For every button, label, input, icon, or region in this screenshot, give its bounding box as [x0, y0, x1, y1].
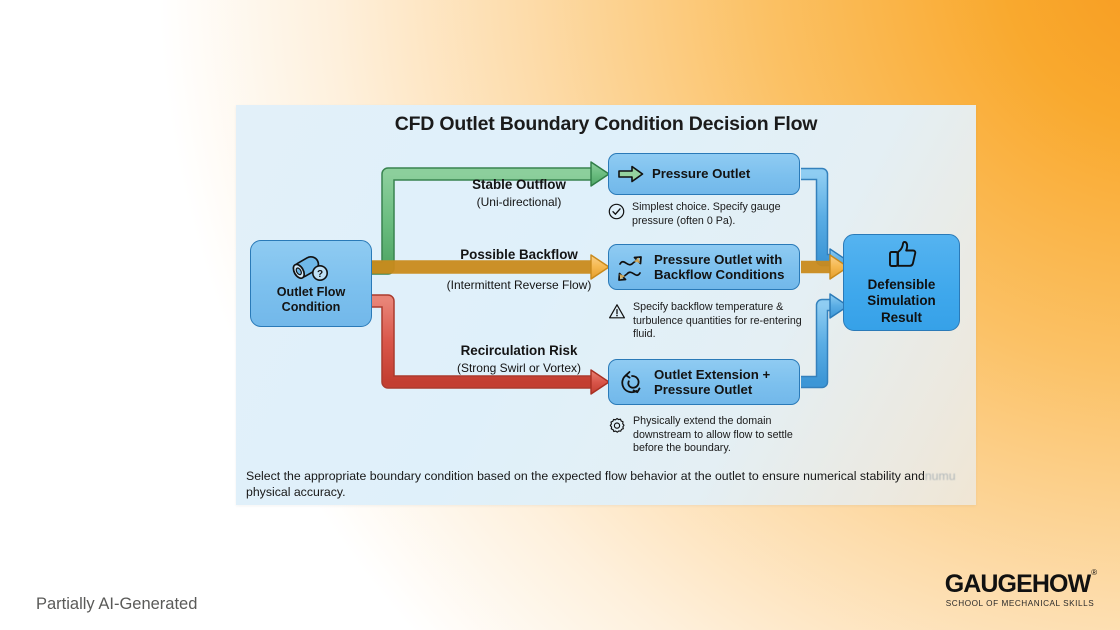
svg-text:?: ?	[317, 269, 323, 280]
branch-label-possible-backflow-main: Possible Backflow	[460, 247, 578, 262]
branch-label-recirculation-risk: Recirculation Risk (Strong Swirl or Vort…	[394, 343, 644, 376]
diagram-caption-main: Select the appropriate boundary conditio…	[246, 469, 925, 483]
branch-label-recirculation-risk-main: Recirculation Risk	[460, 343, 578, 358]
node-defensible-simulation-result[interactable]: Defensible Simulation Result	[843, 234, 960, 331]
node-pressure-outlet-label: Pressure Outlet	[652, 166, 750, 181]
node-extension-label: Outlet Extension + Pressure Outlet	[654, 367, 770, 398]
node-backflow-label-line1: Pressure Outlet with	[654, 251, 783, 267]
ai-generated-disclaimer: Partially AI-Generated	[36, 595, 198, 613]
node-pressure-outlet[interactable]: Pressure Outlet	[608, 153, 800, 195]
diagram-card: CFD Outlet Boundary Condition Decision F…	[236, 105, 976, 505]
diagram-title: CFD Outlet Boundary Condition Decision F…	[394, 113, 818, 135]
gear-icon	[609, 417, 625, 433]
annotation-extension: Physically extend the domain downstream …	[608, 415, 816, 456]
right-arrow-outline-icon	[618, 165, 644, 183]
warning-triangle-icon	[609, 304, 625, 319]
node-extension-label-line1: Outlet Extension +	[654, 366, 771, 382]
registered-trademark-icon: ®	[1091, 567, 1097, 577]
node-backflow-label-line2: Backflow Conditions	[654, 267, 785, 282]
node-result-label-line2: Simulation	[867, 293, 936, 309]
node-outlet-flow-condition[interactable]: ? Outlet Flow Condition	[250, 240, 372, 327]
branch-label-possible-backflow-sub: (Intermittent Reverse Flow)	[446, 277, 592, 292]
branch-label-recirculation-risk-sub: (Strong Swirl or Vortex)	[456, 360, 582, 375]
branch-label-stable-outflow-main: Stable Outflow	[472, 177, 566, 192]
diagram-caption-fade: numu	[924, 469, 956, 483]
annotation-backflow: Specify backflow temperature & turbulenc…	[608, 301, 816, 342]
node-source-label-line1: Outlet Flow	[276, 285, 346, 300]
vortex-swirl-icon	[621, 371, 641, 394]
connector-backflow-to-result	[801, 254, 849, 280]
node-source-label: Outlet Flow Condition	[277, 285, 346, 315]
node-extension-label-line2: Pressure Outlet	[654, 382, 753, 397]
annotation-pressure-outlet-text: Simplest choice. Specify gauge pressure …	[632, 201, 781, 227]
check-circle-icon	[608, 203, 625, 220]
thumbs-up-icon	[888, 241, 916, 268]
node-backflow-label: Pressure Outlet with Backflow Conditions	[654, 252, 784, 283]
pipe-question-icon: ?	[292, 256, 328, 282]
node-result-label-line3: Result	[881, 309, 922, 325]
diagram-caption-cutoff: physical accuracy.	[246, 485, 346, 500]
node-source-label-line2: Condition	[281, 300, 341, 314]
brand-name: GAUGEHOW®	[944, 568, 1097, 598]
branch-label-possible-backflow: Possible Backflow (Intermittent Reverse …	[394, 247, 644, 293]
node-result-label-line1: Defensible	[867, 277, 936, 293]
annotation-extension-text: Physically extend the domain downstream …	[633, 415, 793, 455]
brand-logo: GAUGEHOW® SCHOOL OF MECHANICAL SKILLS	[930, 568, 1110, 608]
branch-label-stable-outflow: Stable Outflow (Uni-directional)	[394, 177, 644, 210]
brand-name-text: GAUGEHOW	[944, 570, 1091, 598]
node-pressure-outlet-backflow[interactable]: Pressure Outlet with Backflow Conditions	[608, 244, 800, 290]
bidirectional-flow-icon	[618, 256, 642, 281]
diagram-caption: Select the appropriate boundary conditio…	[246, 468, 970, 500]
node-pressure-outlet-label-line1: Pressure Outlet	[652, 166, 751, 182]
annotation-pressure-outlet: Simplest choice. Specify gauge pressure …	[608, 201, 816, 228]
branch-label-stable-outflow-sub: (Uni-directional)	[476, 194, 562, 209]
brand-tagline: SCHOOL OF MECHANICAL SKILLS	[945, 599, 1095, 608]
annotation-backflow-text: Specify backflow temperature & turbulenc…	[633, 301, 802, 341]
node-result-label: Defensible Simulation Result	[867, 277, 935, 325]
node-outlet-extension[interactable]: Outlet Extension + Pressure Outlet	[608, 359, 800, 405]
